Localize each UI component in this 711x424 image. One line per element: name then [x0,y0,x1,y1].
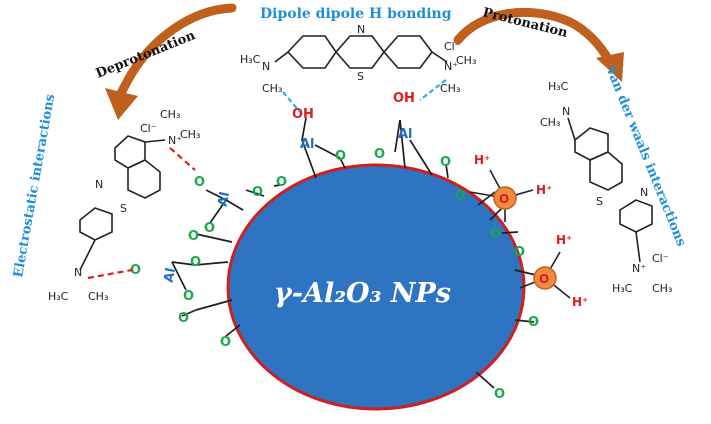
svg-text:S: S [120,202,127,215]
label-vdw: Van der waals interactions [602,63,689,249]
svg-text:N: N [262,60,270,73]
h-plus: H⁺ [536,183,552,197]
o-atom: O [220,335,231,350]
svg-text:N: N [95,178,103,191]
o-atom: O [130,263,141,278]
al-atom-top-right: Al [398,127,413,142]
deprotonation-arrow [105,3,237,120]
o-atom: O [440,155,451,170]
svg-text:CH₃: CH₃ [160,108,180,121]
o-atom: O [188,229,199,244]
al-atom-top-left: Al [300,137,315,152]
svg-text:S: S [596,195,603,208]
molecule-left: N S N⁺ CH₃ CH₃ Cl⁻ N H₃C CH₃ [48,108,200,303]
h-plus: H⁺ [572,295,588,309]
o-atom: O [494,387,505,402]
svg-text:N⁺: N⁺ [168,134,182,147]
nanoparticle-label: γ-Al₂O₃ NPs [274,278,451,309]
svg-text:H₃C: H₃C [548,80,569,93]
svg-text:CH₃: CH₃ [262,82,282,95]
o-atom: O [190,255,201,270]
o-atom: O [335,149,346,164]
o-atom: O [183,289,194,304]
molecule-top: N S N H₃C CH₃ N⁺ CH₃ CH₃ Cl⁻ [240,23,476,113]
hydronium-upper: O H⁺ H⁺ [469,153,552,222]
svg-text:H₃C: H₃C [48,290,69,303]
oh-group-left: OH [292,107,314,122]
o-atom: O [455,189,466,204]
o-atom: O [252,185,263,200]
o-atom: O [514,245,525,260]
h-plus: H⁺ [474,153,490,167]
svg-text:Cl⁻: Cl⁻ [652,252,669,265]
o-atom: O [204,221,215,236]
surface-bonds [171,117,541,389]
o-atom: O [528,315,539,330]
oh-group-right: OH [393,91,415,106]
svg-text:O: O [499,192,509,206]
svg-text:Cl⁻: Cl⁻ [140,122,157,135]
svg-text:Cl⁻: Cl⁻ [444,40,461,53]
h-plus: H⁺ [556,233,572,247]
svg-text:H₃C: H₃C [240,53,261,66]
svg-text:CH₃: CH₃ [652,282,672,295]
svg-text:CH₃: CH₃ [456,54,476,67]
o-atom: O [490,227,501,242]
svg-text:H₃C: H₃C [612,282,633,295]
svg-text:N: N [562,105,570,118]
svg-text:N: N [74,266,82,279]
label-dipole-hbond: Dipole dipole H bonding [260,6,452,22]
al-atom-left-lower: Al [161,267,179,284]
svg-text:N: N [357,23,365,36]
oxygen-atoms: O O O O O O O O O O O O O O O O O O [130,147,539,402]
label-deprotonation: Deprotonation [94,28,198,82]
svg-text:CH₃: CH₃ [540,116,560,129]
svg-text:S: S [357,70,364,83]
o-atom: O [194,175,205,190]
svg-text:N⁺: N⁺ [444,60,458,73]
o-atom: O [178,311,189,326]
svg-text:CH₃: CH₃ [88,290,108,303]
svg-text:CH₃: CH₃ [440,82,460,95]
al-atom-left-upper: Al [215,191,233,208]
o-atom: O [276,175,287,190]
o-atom: O [374,147,385,162]
label-electrostatic: Electrostatic interactions [11,93,58,279]
svg-text:N⁺: N⁺ [632,262,646,275]
svg-text:O: O [539,272,549,286]
svg-text:N: N [640,186,648,199]
protonation-arrow [453,7,624,82]
hydronium-lower: O H⁺ H⁺ [519,233,588,309]
svg-text:CH₃: CH₃ [180,128,200,141]
molecule-right: N H₃C CH₃ S N N⁺ H₃C CH₃ Cl⁻ [540,80,672,295]
